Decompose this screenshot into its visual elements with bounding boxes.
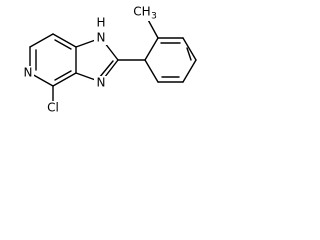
bond-tolyl-r6-r1 [144, 59, 159, 83]
nh-label-bg [94, 21, 110, 45]
imine-n-label-bg [94, 76, 108, 90]
methyl-label: CH [133, 5, 150, 19]
bond-tolyl-r1-r2 [144, 37, 159, 61]
nh-hydrogen-label: H [96, 16, 105, 30]
chlorine-label: Cl [47, 101, 59, 115]
double-bond-tolyl-right [186, 47, 192, 61]
nh-nitrogen-label: N [97, 31, 106, 45]
methyl-label-bg [134, 3, 158, 21]
pyridine-nitrogen-label: N [24, 66, 33, 80]
chemical-structure-diagram: N H N N Cl CH 3 [22, 3, 197, 115]
cl-label-bg [44, 101, 62, 115]
bond-tolyl-r4-r5 [182, 59, 197, 83]
bond-pyridine-c3-c4 [52, 72, 77, 87]
bond-pyridine-c1-c2 [52, 33, 77, 48]
imine-nitrogen-label: N [97, 76, 106, 90]
double-bond-pyridine-bottom [54, 70, 72, 81]
pyridine-n-label-bg [22, 66, 34, 80]
bond-pyridine-c5-c1 [29, 33, 54, 48]
double-bond-imidazole-c2-n3 [98, 60, 114, 79]
methyl-subscript: 3 [151, 12, 157, 22]
double-bond-pyridine-top [54, 39, 72, 50]
bond-tolyl-r3-r4 [182, 37, 197, 61]
